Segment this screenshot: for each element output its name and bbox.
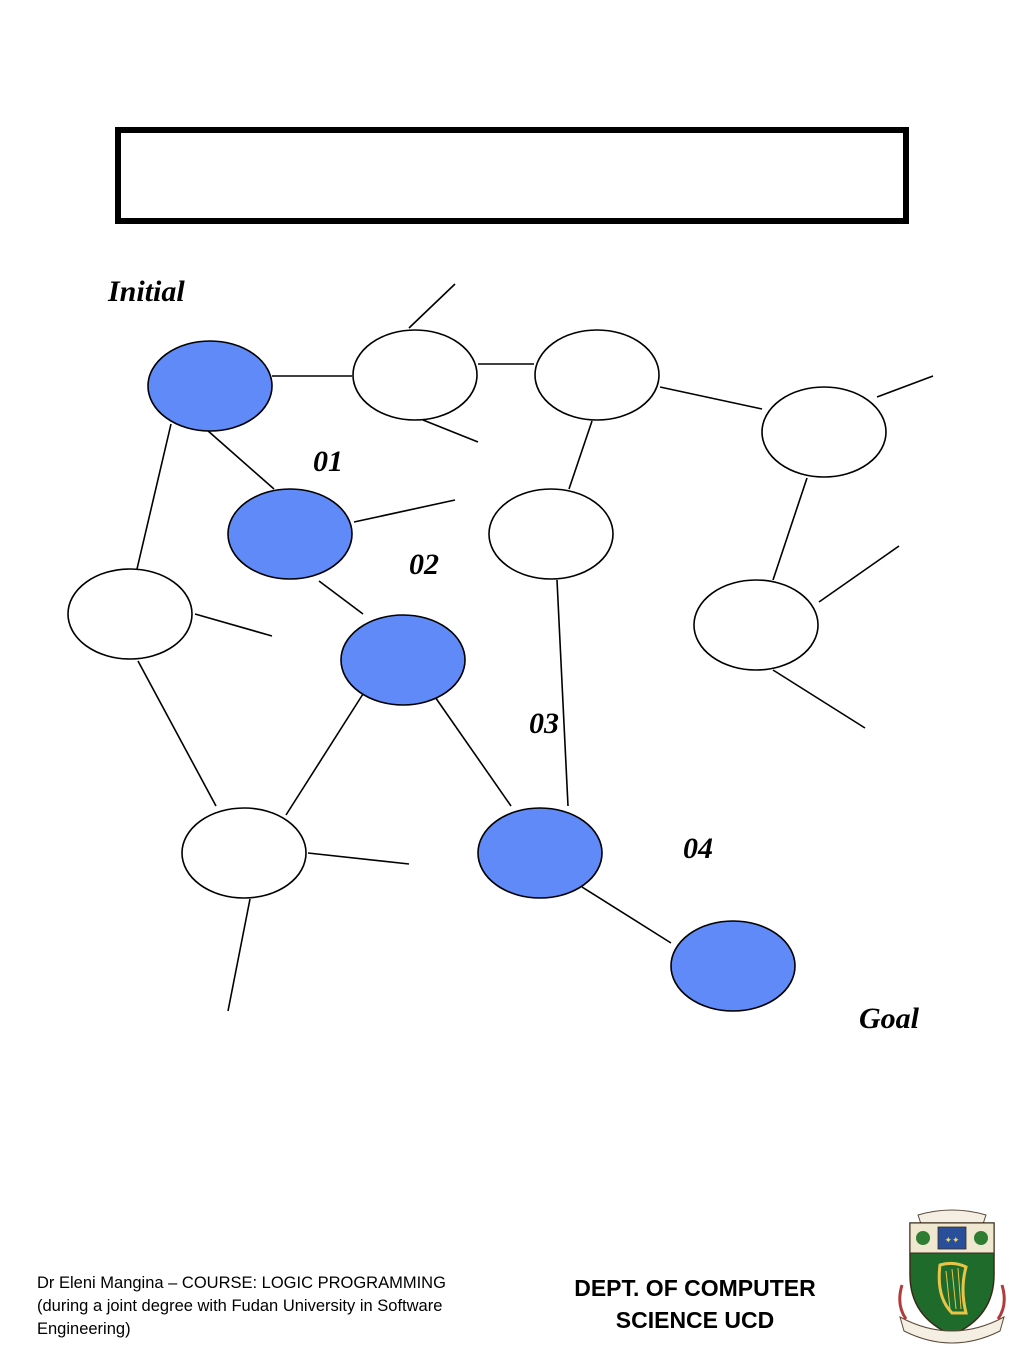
footer-author-line: Dr Eleni Mangina – COURSE: LOGIC PROGRAM… [37, 1274, 446, 1292]
dangling-edge [227, 898, 251, 1012]
edge [772, 477, 808, 581]
graph-node [534, 329, 660, 421]
path-node-03 [477, 807, 603, 899]
graph-node [761, 386, 887, 478]
svg-text:✦✦: ✦✦ [944, 1236, 960, 1246]
department-line-2: SCIENCE UCD [615, 1307, 775, 1333]
initial-node [147, 340, 273, 432]
graph-edges [136, 283, 934, 1012]
step-label-04: 04 [683, 832, 713, 865]
graph-node [352, 329, 478, 421]
edge [581, 886, 672, 944]
dangling-edge [353, 499, 456, 523]
edge [136, 423, 172, 570]
edge [556, 579, 569, 807]
footer-context-line: (during a joint degree with Fudan Univer… [37, 1297, 443, 1338]
initial-label: Initial [107, 275, 185, 308]
graph-node [67, 568, 193, 660]
dangling-edge [772, 669, 866, 729]
edge [432, 693, 512, 807]
edge [659, 386, 763, 410]
edge [318, 580, 364, 615]
footer-department: DEPT. OF COMPUTER SCIENCE UCD [540, 1272, 850, 1336]
edge [568, 420, 593, 490]
search-graph-diagram: Initial 01 02 03 04 Goal [67, 275, 934, 1035]
graph-node [693, 579, 819, 671]
graph-nodes [67, 329, 887, 1012]
step-label-01: 01 [313, 445, 343, 478]
graph-node [181, 807, 307, 899]
footer-course-info: Dr Eleni Mangina – COURSE: LOGIC PROGRAM… [37, 1272, 517, 1341]
edge [137, 660, 217, 807]
goal-node [670, 920, 796, 1012]
path-node-02 [340, 614, 466, 706]
slide-title-box [115, 127, 909, 224]
dangling-edge [194, 613, 273, 637]
dangling-edge [307, 852, 410, 865]
edge [206, 429, 275, 490]
graph-node [488, 488, 614, 580]
dangling-edge [408, 283, 456, 329]
step-label-02: 02 [409, 548, 439, 581]
step-label-03: 03 [529, 707, 559, 740]
path-node-01 [227, 488, 353, 580]
dangling-edge [422, 419, 479, 443]
department-line-1: DEPT. OF COMPUTER [574, 1275, 816, 1301]
goal-label: Goal [859, 1002, 920, 1035]
ucd-crest-icon: ✦✦ [898, 1209, 1006, 1344]
edge [285, 693, 364, 816]
dangling-edge [876, 375, 934, 398]
dangling-edge [818, 545, 900, 603]
